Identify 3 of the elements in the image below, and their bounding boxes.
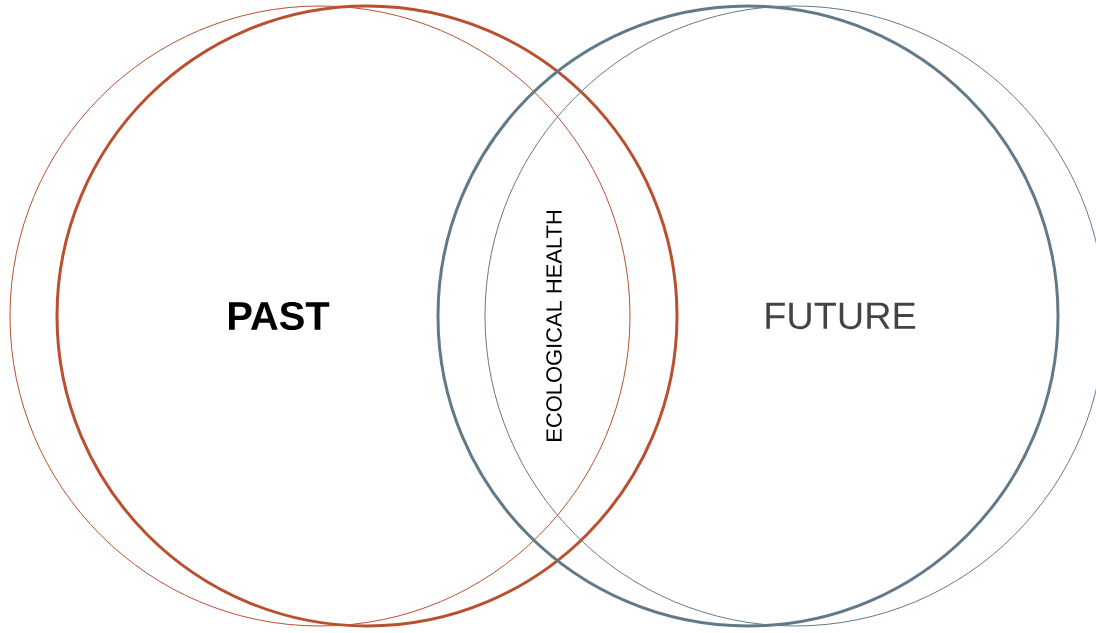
circle-label: FUTURE: [766, 302, 916, 330]
circle-label: PAST: [229, 301, 330, 331]
overlap-label: ECOLOGICAL HEALTH: [546, 211, 562, 441]
